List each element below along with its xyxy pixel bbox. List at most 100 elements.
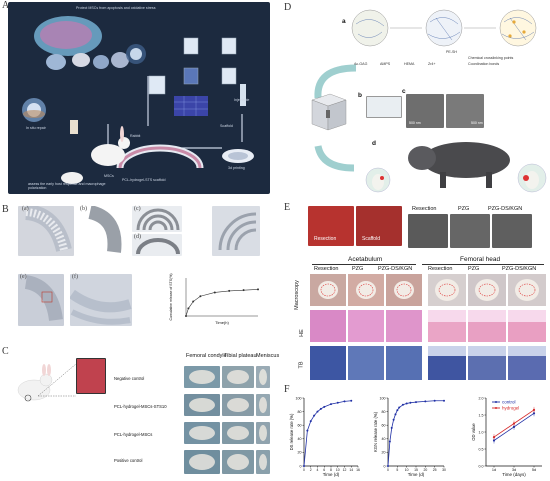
e-mri-resection: Resection (412, 206, 437, 212)
b-release-line (185, 289, 259, 317)
f-series-point-control (532, 412, 536, 415)
d-pig-illustration (365, 142, 547, 193)
f-release-line (387, 400, 444, 467)
d-sub-c: c (402, 88, 406, 95)
b-release-point (228, 289, 231, 292)
e-mri-1 (408, 214, 448, 248)
b-release-point (192, 300, 195, 303)
panel-a-illustration (22, 16, 254, 184)
panel-label-b: B (2, 204, 9, 215)
annot-injectable: Injectable (234, 98, 250, 102)
b-release-point (199, 295, 202, 298)
f-ytick-label: 0 (384, 464, 386, 468)
e-label-scaffold-photo: Scaffold (362, 236, 380, 242)
b-xlabel: Time(h) (215, 320, 229, 325)
e-col-5: PZG (468, 266, 480, 272)
f-legend-label-hydrogel: hydrogel (502, 406, 519, 411)
f-xtick-label: 25 (433, 468, 437, 472)
panel-label-f: F (284, 384, 290, 395)
f-release-point (387, 465, 389, 467)
f-release-point (424, 400, 427, 403)
f-release-point (394, 413, 397, 416)
annot-assess: assess the early host response and macro… (28, 182, 106, 191)
f-series-point-control (512, 425, 516, 428)
e-mri-pzg: PZG (458, 206, 470, 212)
panel-e: Resection Scaffold Resection PZG PZG-DS/… (293, 206, 548, 382)
panel-label-a: A (2, 0, 10, 11)
f-release-point (401, 403, 404, 406)
d-printer (311, 93, 347, 131)
f-legend-marker-hydrogel (495, 407, 497, 409)
b-release-point (213, 291, 216, 294)
f-xtick-label: 1d (492, 468, 496, 472)
b-ylabel: Cumulative release of STS(%) (169, 273, 173, 320)
f-release-point (390, 426, 393, 429)
f-xlabel: Time (days) (502, 472, 526, 477)
f-release-point (313, 414, 316, 417)
d-scale-2: 500 nm (471, 121, 483, 125)
panel-a-schematic: Protect MSCs from apoptosis and oxidativ… (8, 2, 270, 194)
f-xtick-label: 0 (303, 468, 305, 472)
annot-3d-printing: 3d printing (228, 166, 245, 170)
f-series-point-hydrogel (532, 408, 536, 411)
d-sem-1 (406, 94, 444, 128)
f-ytick-label: 1.5 (479, 413, 484, 417)
f-release-point (316, 410, 319, 413)
f-release-point (405, 402, 408, 405)
f-series-point-control (492, 439, 496, 442)
f-series-point-hydrogel (512, 422, 516, 425)
f-xtick-label: 14 (349, 468, 353, 472)
e-row-macroscopy: Macroscopy (293, 280, 300, 310)
c-row-negative: Negative control (114, 376, 145, 381)
f-ytick-label: 40 (382, 437, 386, 441)
d-sub-b: b (358, 92, 362, 99)
e-col-3: PZG-DS/KGN (378, 266, 413, 272)
f-release-line (303, 400, 352, 467)
f-release-point (415, 401, 417, 404)
e-col-2: PZG (352, 266, 364, 272)
f-ytick-label: 80 (298, 410, 302, 414)
f-xtick-label: 10 (336, 468, 340, 472)
f-series-point-hydrogel (492, 436, 496, 439)
f-release-point (443, 399, 445, 402)
panel-c: Femoral condyle Tibial plateau Meniscus … (14, 348, 279, 478)
e-photo-scaffold (356, 206, 402, 246)
f-release-point (343, 400, 346, 403)
annot-scaffold-title: PCL-hydrogel-STS scaffold (122, 178, 166, 182)
b-sublabel-e: (e) (20, 274, 27, 280)
f-legend-label-control: control (502, 400, 516, 405)
annot-mscs: MSCs (104, 174, 114, 178)
f-ytick-label: 20 (382, 451, 386, 455)
c-row-mscs: PCL-hydrogel-MSCs (114, 432, 153, 437)
f-ylabel: KGN release rate (%) (373, 411, 378, 452)
f-xtick-label: 20 (423, 468, 427, 472)
f-release-point (392, 418, 395, 421)
panel-label-d: D (284, 2, 292, 13)
f-release-point (409, 401, 412, 404)
f-xtick-label: 8 (330, 468, 332, 472)
b-photo-d (132, 234, 182, 256)
f-xtick-label: 15 (414, 468, 418, 472)
f-release-point (398, 406, 401, 409)
f-xtick-label: 5 (396, 468, 398, 472)
b-sublabel-a: (a) (22, 206, 29, 212)
f-ytick-label: 60 (382, 424, 386, 428)
f-xtick-label: 3d (512, 468, 516, 472)
panel-d: a PE-SH Chemical crosslinking points Coo… (296, 4, 548, 194)
panel-label-c: C (2, 346, 9, 357)
e-label-resection-photo: Resection (314, 236, 337, 242)
b-sublabel-b: (b) (80, 206, 87, 212)
e-photo-resection (308, 206, 354, 246)
f-xtick-label: 10 (405, 468, 409, 472)
f-release-point (330, 403, 332, 406)
b-release-chart: Time(h) Cumulative release of STS(%) (169, 273, 259, 325)
f-xtick-label: 6 (323, 468, 325, 472)
panel-b: (a) (b) (c) (d) (e) (f) Time(h)Cumulativ… (14, 204, 268, 328)
f-legend-marker-control (495, 401, 497, 403)
e-title-femoral: Femoral head (460, 256, 501, 263)
f-xtick-label: 16 (356, 468, 360, 472)
e-col-6: PZG-DS/KGN (502, 266, 537, 272)
f-release-point (388, 440, 391, 443)
annot-in-situ-repair: In situ repair (26, 126, 46, 130)
d-sub-d: d (372, 140, 376, 147)
